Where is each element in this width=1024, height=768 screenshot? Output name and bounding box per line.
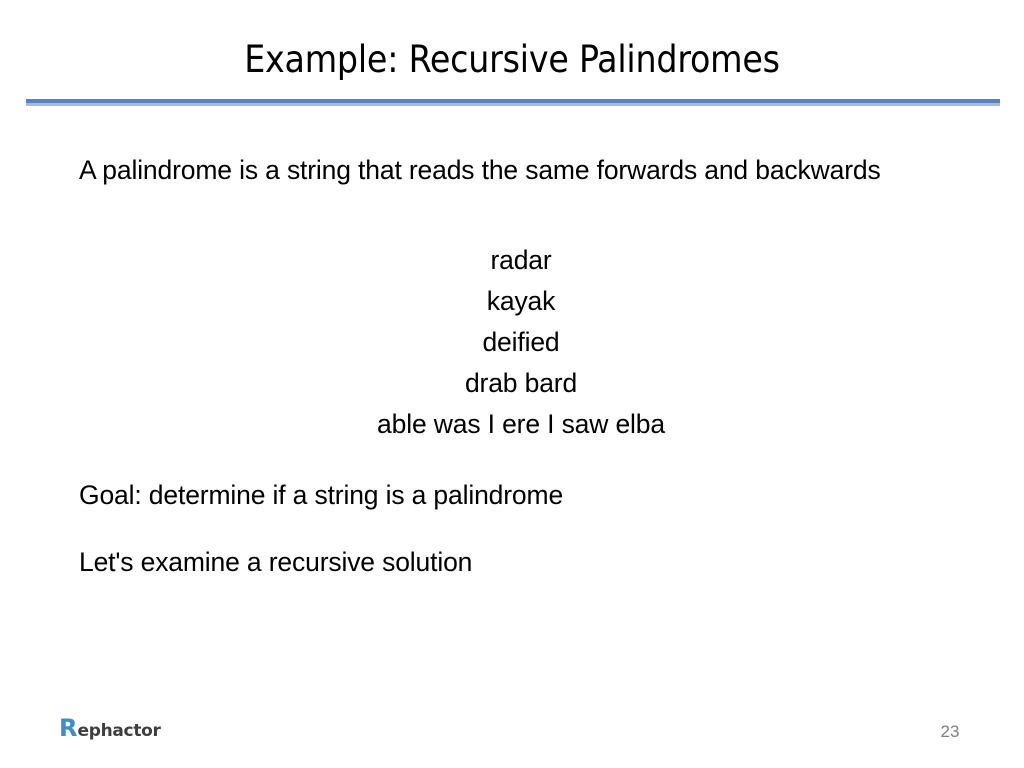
- title-divider-rule: [26, 99, 1000, 106]
- slide-title: Example: Recursive Palindromes: [244, 38, 780, 81]
- goal-statement-text: Goal: determine if a string is a palindr…: [79, 480, 564, 510]
- palindrome-example-item: drab bard: [464, 368, 578, 398]
- palindrome-examples-list: radar kayak deified drab bard able was I…: [0, 240, 1024, 445]
- slide-body: A palindrome is a string that reads the …: [0, 140, 1024, 610]
- palindrome-example-item: deified: [482, 327, 560, 357]
- next-step-text: Let's examine a recursive solution: [79, 547, 473, 577]
- palindrome-example-item: radar: [490, 245, 552, 275]
- palindrome-example-item: kayak: [486, 286, 556, 316]
- logo-initial-letter: R: [59, 714, 78, 742]
- palindrome-definition-text: A palindrome is a string that reads the …: [79, 155, 881, 185]
- title-divider-top-band: [26, 99, 1000, 103]
- logo-wordmark-text: ephactor: [77, 721, 161, 741]
- palindrome-example-item: able was I ere I saw elba: [377, 409, 665, 439]
- rephactor-logo: R ephactor: [59, 716, 161, 744]
- slide-page-number: 23: [940, 722, 960, 741]
- title-divider-bottom-band: [26, 103, 1000, 106]
